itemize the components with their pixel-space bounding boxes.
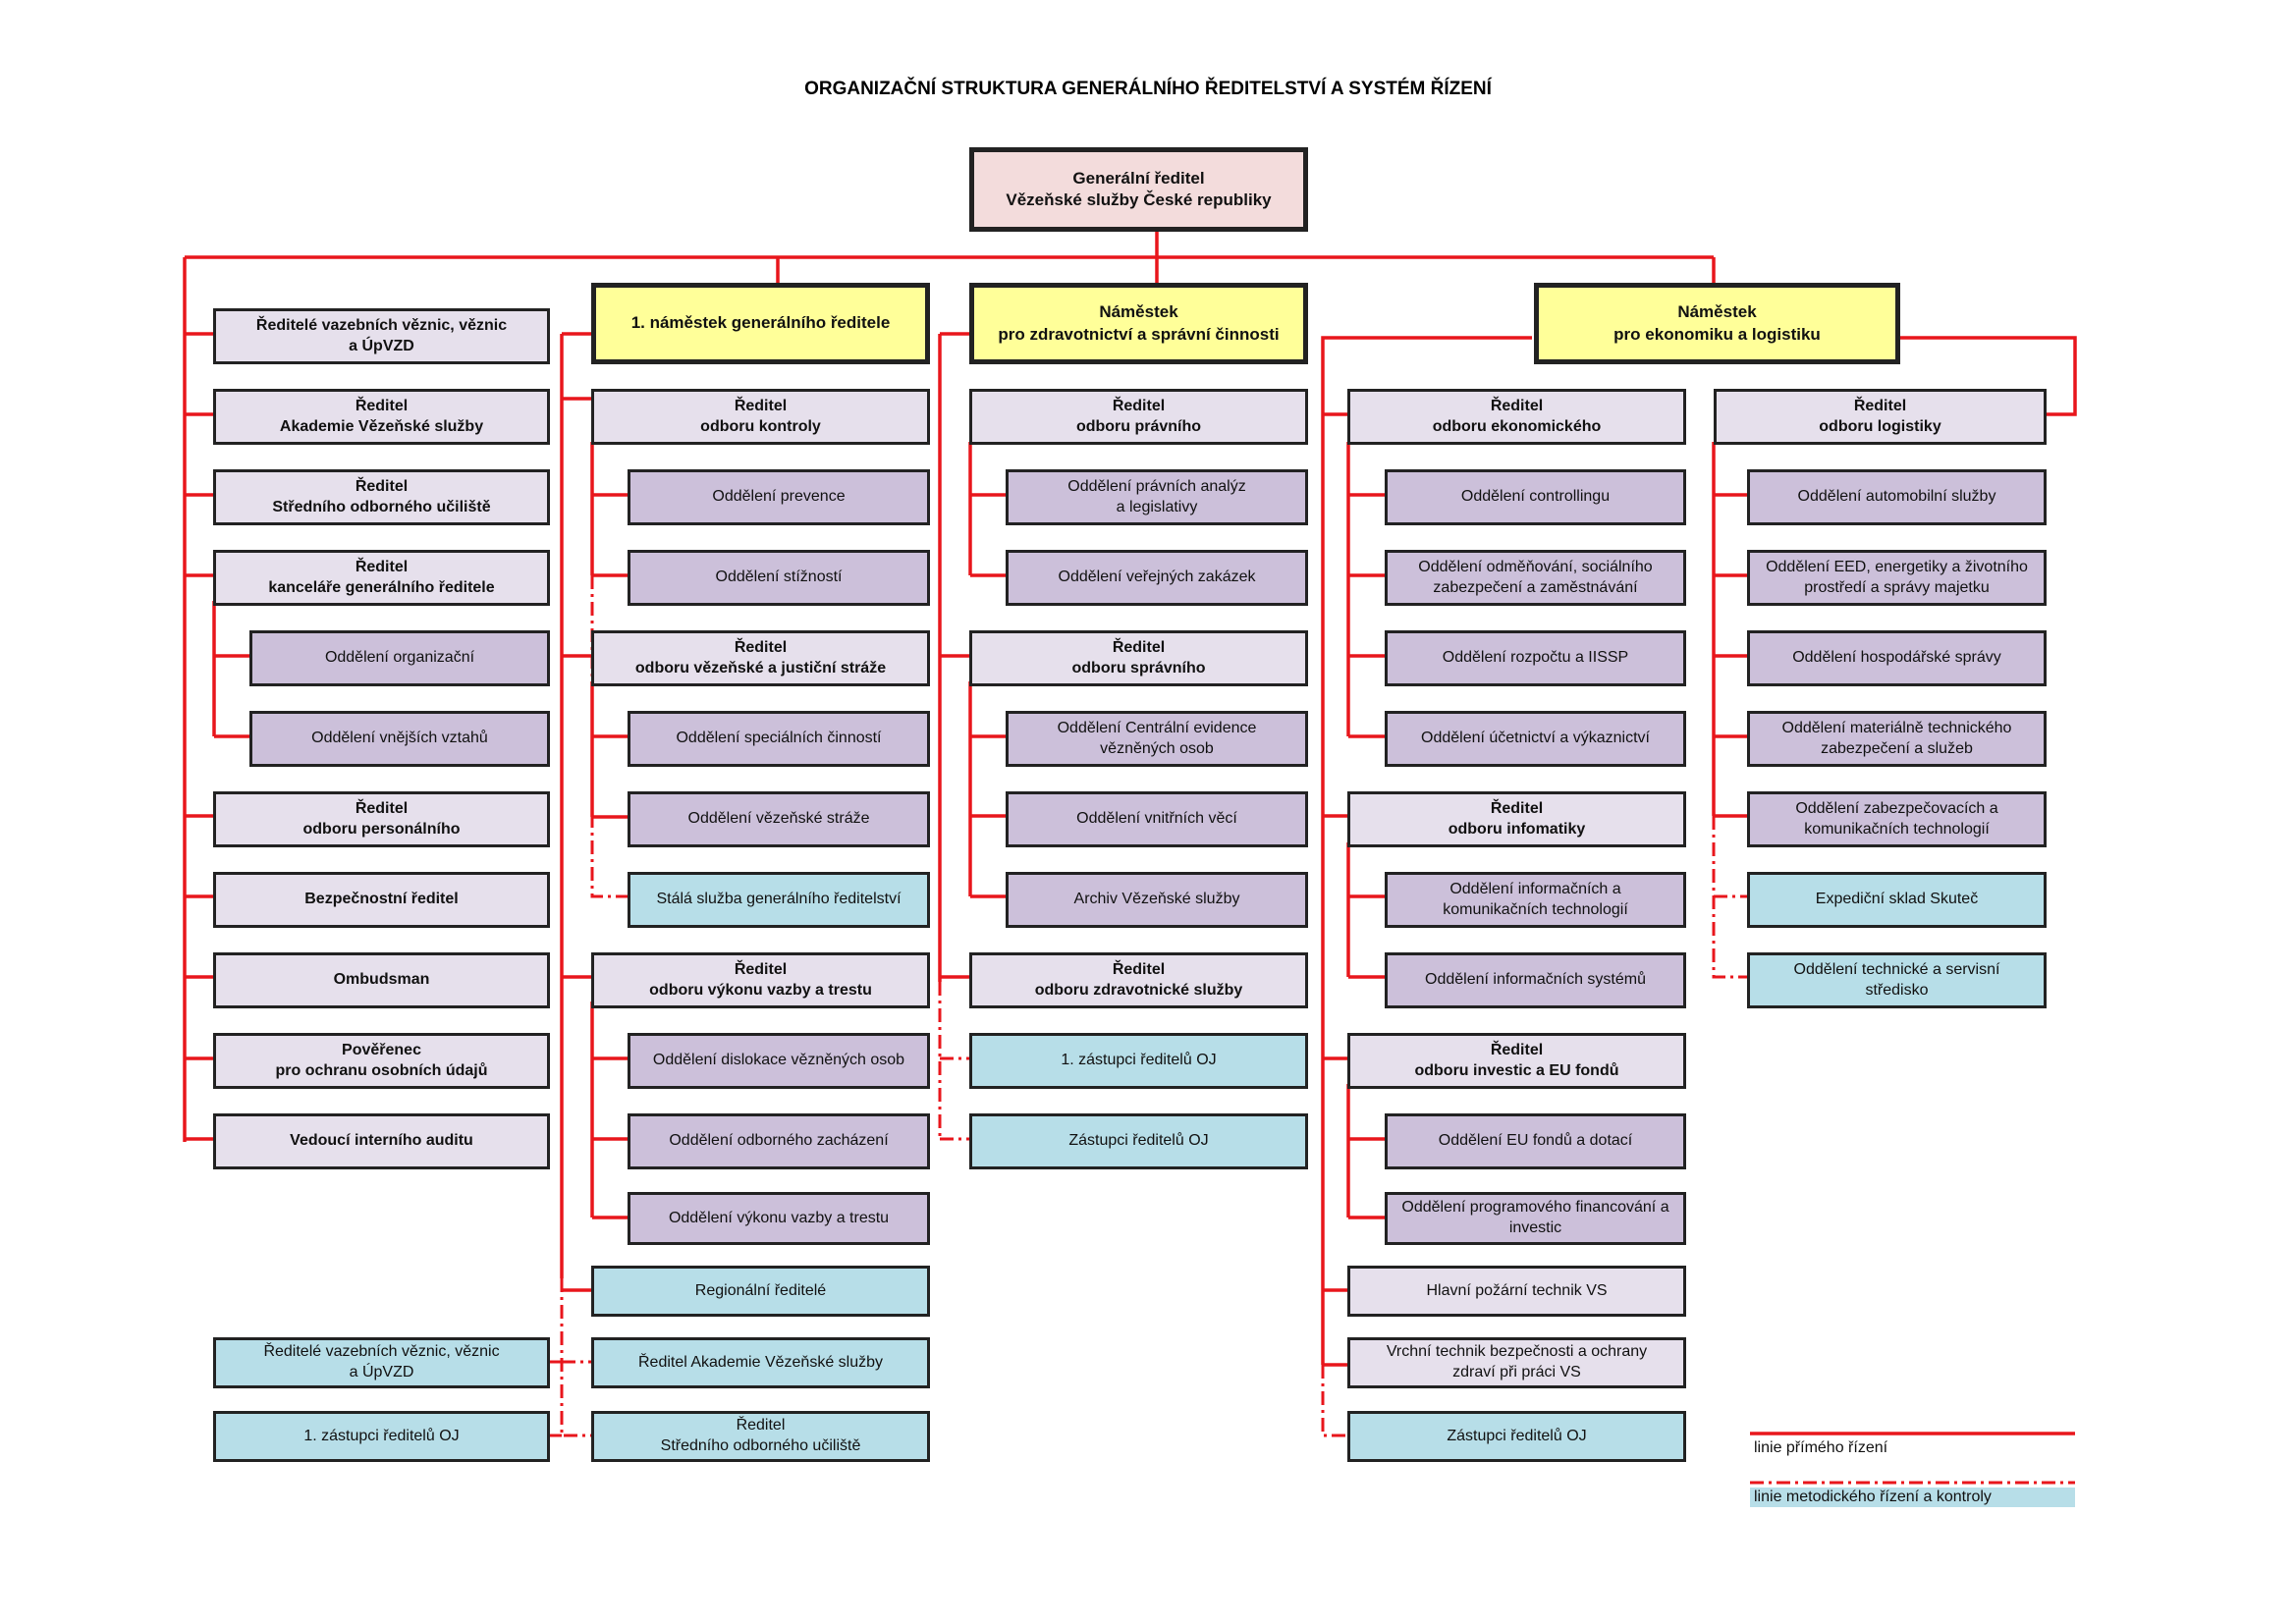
warehouse-skutec-box[interactable]: Expediční sklad Skuteč [1747, 872, 2047, 928]
technical-service-center-box[interactable]: Oddělení technické a servisní středisko [1747, 952, 2047, 1008]
director-it-box[interactable]: Ředitel odboru infomatiky [1347, 791, 1686, 847]
deputy-economy-logistics-box[interactable]: Náměstek pro ekonomiku a logistiku [1534, 283, 1900, 364]
legend-direct-label: linie přímého řízení [1754, 1439, 1888, 1456]
page-title: ORGANIZAČNÍ STRUKTURA GENERÁLNÍHO ŘEDITE… [804, 79, 1492, 99]
director-logistics-box[interactable]: Ředitel odboru logistiky [1714, 389, 2047, 445]
dept-central-records-box[interactable]: Oddělení Centrální evidence vězněných os… [1006, 711, 1308, 767]
ombudsman-box[interactable]: Ombudsman [213, 952, 550, 1008]
internal-audit-box[interactable]: Vedoucí interního auditu [213, 1113, 550, 1169]
archive-box[interactable]: Archiv Vězeňské služby [1006, 872, 1308, 928]
director-investment-box[interactable]: Ředitel odboru investic a EU fondů [1347, 1033, 1686, 1089]
director-legal-box[interactable]: Ředitel odboru právního [969, 389, 1308, 445]
dept-legal-analysis-box[interactable]: Oddělení právních analýz a legislativy [1006, 469, 1308, 525]
director-office-box[interactable]: Ředitel kanceláře generálního ředitele [213, 550, 550, 606]
dept-internal-affairs-box[interactable]: Oddělení vnitřních věcí [1006, 791, 1308, 847]
dept-complaints-box[interactable]: Oddělení stížností [628, 550, 930, 606]
methodical-first-deputies-box[interactable]: 1. zástupci ředitelů OJ [213, 1411, 550, 1462]
director-personnel-box[interactable]: Ředitel odboru personálního [213, 791, 550, 847]
first-deputy-box[interactable]: 1. náměstek generálního ředitele [591, 283, 930, 364]
dept-dislocation-box[interactable]: Oddělení dislokace vězněných osob [628, 1033, 930, 1089]
director-control-box[interactable]: Ředitel odboru kontroly [591, 389, 930, 445]
director-health-box[interactable]: Ředitel odboru zdravotnické služby [969, 952, 1308, 1008]
chief-safety-technician-box[interactable]: Vrchní technik bezpečnosti a ochrany zdr… [1347, 1337, 1686, 1388]
dept-ict-box[interactable]: Oddělení informačních a komunikačních te… [1385, 872, 1686, 928]
legend-methodical-label: linie metodického řízení a kontroly [1750, 1488, 2075, 1507]
chief-fire-technician-box[interactable]: Hlavní požární technik VS [1347, 1266, 1686, 1317]
dept-special-activities-box[interactable]: Oddělení speciálních činností [628, 711, 930, 767]
data-protection-officer-box[interactable]: Pověřenec pro ochranu osobních údajů [213, 1033, 550, 1089]
director-economic-box[interactable]: Ředitel odboru ekonomického [1347, 389, 1686, 445]
dept-security-tech-box[interactable]: Oddělení zabezpečovacích a komunikačních… [1747, 791, 2047, 847]
dept-program-financing-box[interactable]: Oddělení programového financování a inve… [1385, 1192, 1686, 1245]
director-administration-box[interactable]: Ředitel odboru správního [969, 630, 1308, 686]
methodical-directors-prisons-box[interactable]: Ředitelé vazebních věznic, věznic a ÚpVZ… [213, 1337, 550, 1388]
methodical-academy-box[interactable]: Ředitel Akademie Vězeňské služby [591, 1337, 930, 1388]
methodical-school-box[interactable]: Ředitel Středního odborného učiliště [591, 1411, 930, 1462]
dept-public-procurement-box[interactable]: Oddělení veřejných zakázek [1006, 550, 1308, 606]
dept-info-systems-box[interactable]: Oddělení informačních systémů [1385, 952, 1686, 1008]
dept-material-supply-box[interactable]: Oddělení materiálně technického zabezpeč… [1747, 711, 2047, 767]
general-director-box[interactable]: Generální ředitel Vězeňské služby České … [969, 147, 1308, 232]
dept-controlling-box[interactable]: Oddělení controllingu [1385, 469, 1686, 525]
dept-remuneration-box[interactable]: Oddělení odměňování, sociálního zabezpeč… [1385, 550, 1686, 606]
methodical-first-deputies-health-box[interactable]: 1. zástupci ředitelů OJ [969, 1033, 1308, 1089]
director-guard-box[interactable]: Ředitel odboru vězeňské a justiční stráž… [591, 630, 930, 686]
dept-prevention-box[interactable]: Oddělení prevence [628, 469, 930, 525]
dept-external-relations-box[interactable]: Oddělení vnějších vztahů [249, 711, 550, 767]
dept-energy-property-box[interactable]: Oddělení EED, energetiky a životního pro… [1747, 550, 2047, 606]
methodical-deputies-health-box[interactable]: Zástupci ředitelů OJ [969, 1113, 1308, 1169]
methodical-deputies-economy-box[interactable]: Zástupci ředitelů OJ [1347, 1411, 1686, 1462]
dept-eu-funds-box[interactable]: Oddělení EU fondů a dotací [1385, 1113, 1686, 1169]
directors-prisons-box[interactable]: Ředitelé vazebních věznic, věznic a ÚpVZ… [213, 308, 550, 364]
permanent-service-box[interactable]: Stálá služba generálního ředitelství [628, 872, 930, 928]
dept-budget-box[interactable]: Oddělení rozpočtu a IISSP [1385, 630, 1686, 686]
dept-organization-box[interactable]: Oddělení organizační [249, 630, 550, 686]
director-academy-box[interactable]: Ředitel Akademie Vězeňské služby [213, 389, 550, 445]
dept-economic-admin-box[interactable]: Oddělení hospodářské správy [1747, 630, 2047, 686]
dept-automotive-box[interactable]: Oddělení automobilní služby [1747, 469, 2047, 525]
director-school-box[interactable]: Ředitel Středního odborného učiliště [213, 469, 550, 525]
dept-treatment-box[interactable]: Oddělení odborného zacházení [628, 1113, 930, 1169]
security-director-box[interactable]: Bezpečnostní ředitel [213, 872, 550, 928]
regional-directors-box[interactable]: Regionální ředitelé [591, 1266, 930, 1317]
dept-accounting-box[interactable]: Oddělení účetnictví a výkaznictví [1385, 711, 1686, 767]
dept-custody-box[interactable]: Oddělení výkonu vazby a trestu [628, 1192, 930, 1245]
deputy-health-admin-box[interactable]: Náměstek pro zdravotnictví a správní čin… [969, 283, 1308, 364]
dept-prison-guard-box[interactable]: Oddělení vězeňské stráže [628, 791, 930, 847]
director-custody-box[interactable]: Ředitel odboru výkonu vazby a trestu [591, 952, 930, 1008]
